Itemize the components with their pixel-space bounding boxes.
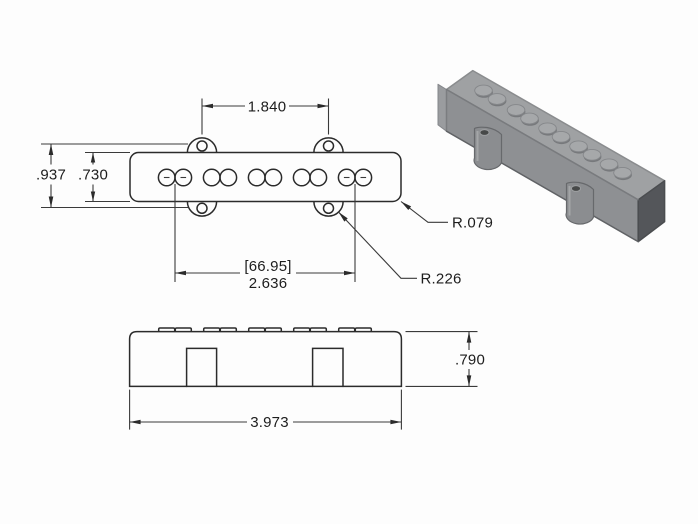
lug-hole	[570, 185, 582, 192]
arrowhead	[175, 270, 186, 276]
leader-ear-radius: R.226	[338, 211, 462, 288]
leader-body-corner-radius: R.079	[400, 201, 493, 232]
arrowhead	[90, 152, 96, 163]
arrowhead	[401, 201, 412, 211]
iso-top-front-edge	[445, 88, 639, 201]
dim-label-ear-spacing: 1.840	[248, 99, 287, 116]
pole-piece-iso	[506, 104, 526, 116]
radius-label-mount-ear: R.226	[421, 271, 462, 288]
pole-top	[174, 327, 193, 333]
lug-body	[473, 126, 503, 171]
pole-piece	[264, 168, 283, 187]
dim-label-overall-height: .937	[36, 167, 66, 184]
pole-piece	[354, 168, 373, 187]
arrowhead	[344, 270, 355, 276]
dim-label-pole-span-mm: [66.95]	[244, 258, 291, 275]
arrowhead	[338, 212, 348, 222]
dim-label-body-height: .730	[78, 167, 108, 184]
pole-top	[264, 327, 283, 333]
arrowhead	[466, 331, 472, 343]
pole-piece-iso	[613, 166, 632, 179]
arrowhead	[466, 375, 472, 387]
pole-piece	[219, 168, 238, 187]
front-view: 1.840 .937 .730	[36, 98, 493, 292]
dim-body-height: .730	[78, 151, 130, 203]
iso-view	[437, 69, 666, 243]
pole-pieces-front	[157, 168, 373, 187]
pole-piece-iso	[474, 84, 493, 97]
screw-hole	[196, 140, 208, 152]
lug-hole	[479, 129, 490, 136]
screw-hole	[196, 202, 208, 215]
pole-piece	[174, 168, 193, 187]
arrowhead	[317, 103, 329, 109]
arrowhead	[390, 419, 402, 425]
ear-bottom-right	[313, 200, 344, 217]
iso-lug-right	[565, 181, 595, 225]
pole-tops	[157, 327, 373, 333]
arrowhead	[48, 144, 54, 155]
dim-label-pole-span-in: 2.636	[249, 275, 288, 292]
pole-piece-iso	[582, 148, 602, 161]
side-lug-left	[185, 347, 218, 388]
radius-label-body-corner: R.079	[452, 215, 493, 232]
pole-top	[309, 327, 328, 333]
pole-piece	[309, 168, 328, 187]
lug-body	[565, 181, 595, 225]
side-view: .790 3.973	[128, 327, 485, 431]
side-lug-right	[311, 347, 344, 388]
mount-ears	[186, 137, 344, 217]
dim-ear-spacing: 1.840	[201, 98, 330, 135]
ear-top-right	[313, 137, 344, 154]
arrowhead	[202, 103, 213, 109]
arrowhead	[90, 191, 96, 202]
dim-label-side-height: .790	[455, 352, 485, 369]
dim-side-length: 3.973	[129, 389, 402, 431]
arrowhead	[48, 196, 54, 208]
pole-piece-iso	[569, 140, 588, 153]
side-body-outline	[128, 330, 403, 388]
dim-side-height: .790	[405, 331, 485, 387]
pole-piece-iso	[538, 122, 557, 135]
pole-piece-iso	[599, 158, 619, 171]
iso-lug-left	[473, 126, 503, 171]
pole-top	[219, 327, 238, 333]
pole-piece-iso	[487, 93, 507, 105]
dim-pole-span: [66.95] 2.636	[174, 184, 356, 292]
iso-left-end-face	[437, 83, 447, 132]
dim-label-side-length: 3.973	[250, 414, 289, 431]
iso-right-end-face	[637, 180, 666, 243]
pole-piece-iso	[551, 130, 571, 143]
screw-hole	[322, 202, 335, 215]
ear-bottom-left	[186, 200, 218, 217]
arrowhead	[129, 419, 141, 425]
screw-hole	[322, 140, 335, 152]
ear-screw-holes	[196, 140, 335, 215]
dim-overall-height: .937	[36, 143, 188, 209]
ear-top-left	[186, 137, 218, 154]
pole-top	[354, 327, 373, 333]
pole-pieces-iso	[474, 84, 632, 181]
pole-piece-iso	[520, 112, 539, 125]
